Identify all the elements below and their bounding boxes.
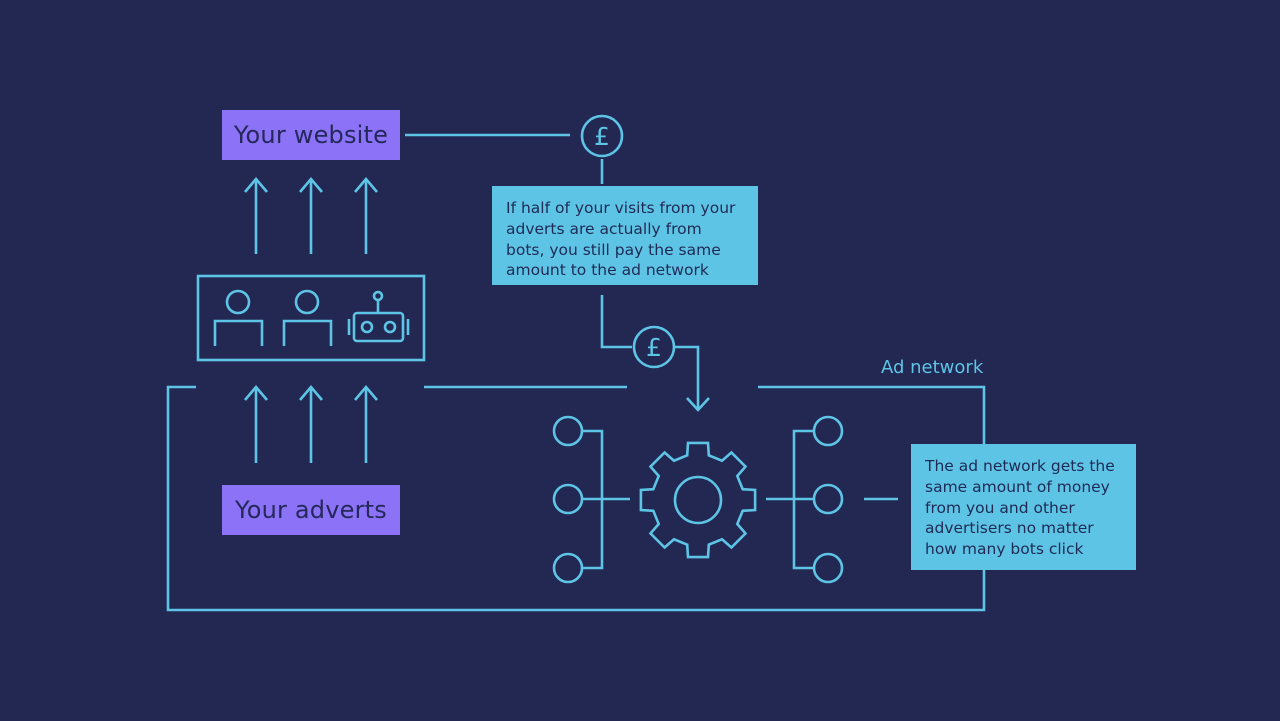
your-website-box: Your website (222, 110, 400, 160)
currency-symbol: £ (646, 333, 662, 362)
pound-coin-icon: £ (632, 325, 676, 369)
coin-to-hub-line (675, 345, 700, 410)
person-icon (213, 289, 264, 346)
bots-payment-note: If half of your visits from your adverts… (492, 186, 758, 285)
network-boundary (166, 385, 986, 612)
robot-icon (347, 290, 410, 343)
visits-arrows-top (244, 176, 378, 254)
person-icon (282, 289, 333, 346)
gear-icon (639, 441, 757, 559)
ad-network-label: Ad network (881, 357, 984, 378)
network-money-note: The ad network gets the same amount of m… (911, 444, 1136, 570)
currency-symbol: £ (594, 122, 610, 151)
visits-arrows-bottom (244, 384, 378, 463)
arrow-down-icon (686, 397, 710, 412)
your-adverts-box: Your adverts (222, 485, 400, 535)
visitors-box (196, 274, 426, 362)
advertiser-nodes-left (552, 415, 630, 584)
pound-coin-icon: £ (580, 114, 624, 158)
advertiser-nodes-right (766, 415, 898, 584)
note-to-coin-line (600, 295, 632, 349)
